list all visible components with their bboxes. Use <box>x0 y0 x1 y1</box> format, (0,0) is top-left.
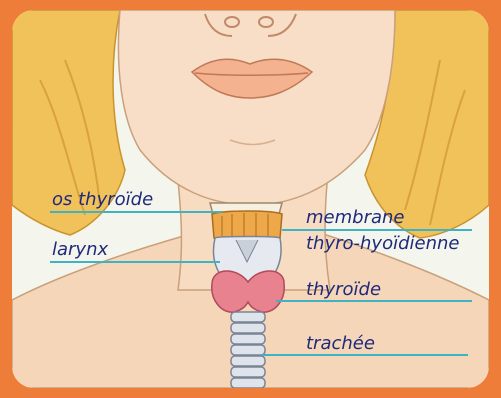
label-thyroide: thyroïde <box>306 280 381 300</box>
label-os-thyroide: os thyroïde <box>52 190 153 210</box>
label-membrane-line1: membrane <box>306 208 404 228</box>
trachea <box>231 312 265 388</box>
leader-line-thyroide <box>276 300 472 302</box>
label-trachee: trachée <box>306 334 375 354</box>
label-membrane-line2: thyro-hyoïdienne <box>306 234 460 254</box>
label-larynx: larynx <box>52 240 108 260</box>
leader-line-membrane <box>282 229 472 231</box>
leader-line-os-thyroide <box>50 211 222 213</box>
leader-line-larynx <box>50 261 220 263</box>
leader-line-trachee <box>262 354 468 356</box>
